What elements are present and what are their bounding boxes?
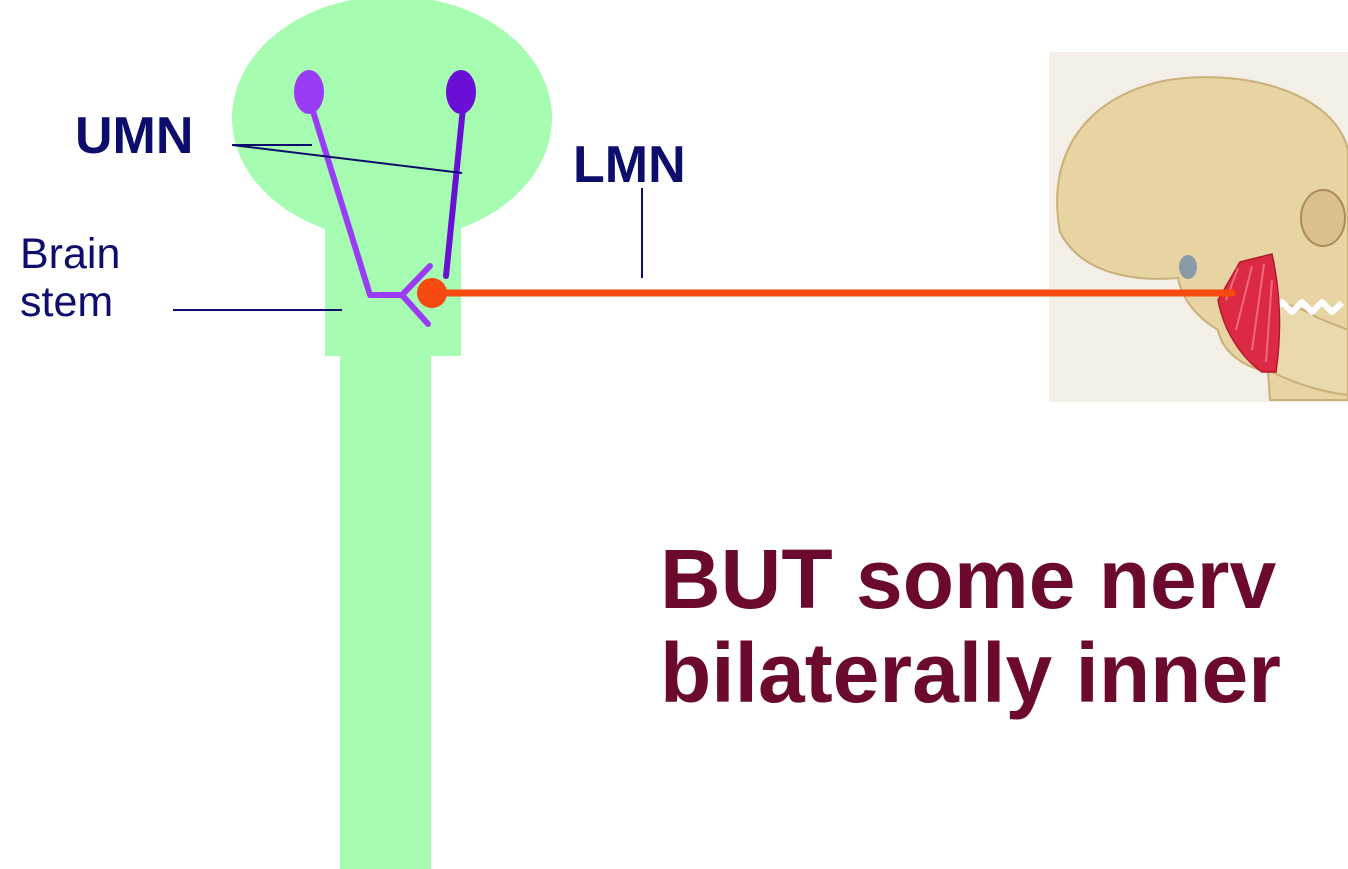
brain-stem-label: Brain stem <box>20 230 120 326</box>
brain-stem-label-line1: Brain <box>20 230 120 278</box>
brain-stem-label-line2: stem <box>20 278 120 326</box>
headline-line2: bilaterally inner <box>660 626 1281 720</box>
skull-illustration <box>1049 52 1348 402</box>
skull-ear-opening <box>1179 255 1197 279</box>
skull-eye-socket <box>1301 190 1345 246</box>
headline-line1: BUT some nerv <box>660 532 1281 626</box>
umn-label: UMN <box>75 110 193 162</box>
lmn-label: LMN <box>573 139 686 191</box>
spinal-cord <box>340 350 431 869</box>
headline-text: BUT some nerv bilaterally inner <box>660 532 1281 720</box>
umn-cell-body-left <box>294 70 324 114</box>
lmn-cell-body <box>417 278 447 308</box>
